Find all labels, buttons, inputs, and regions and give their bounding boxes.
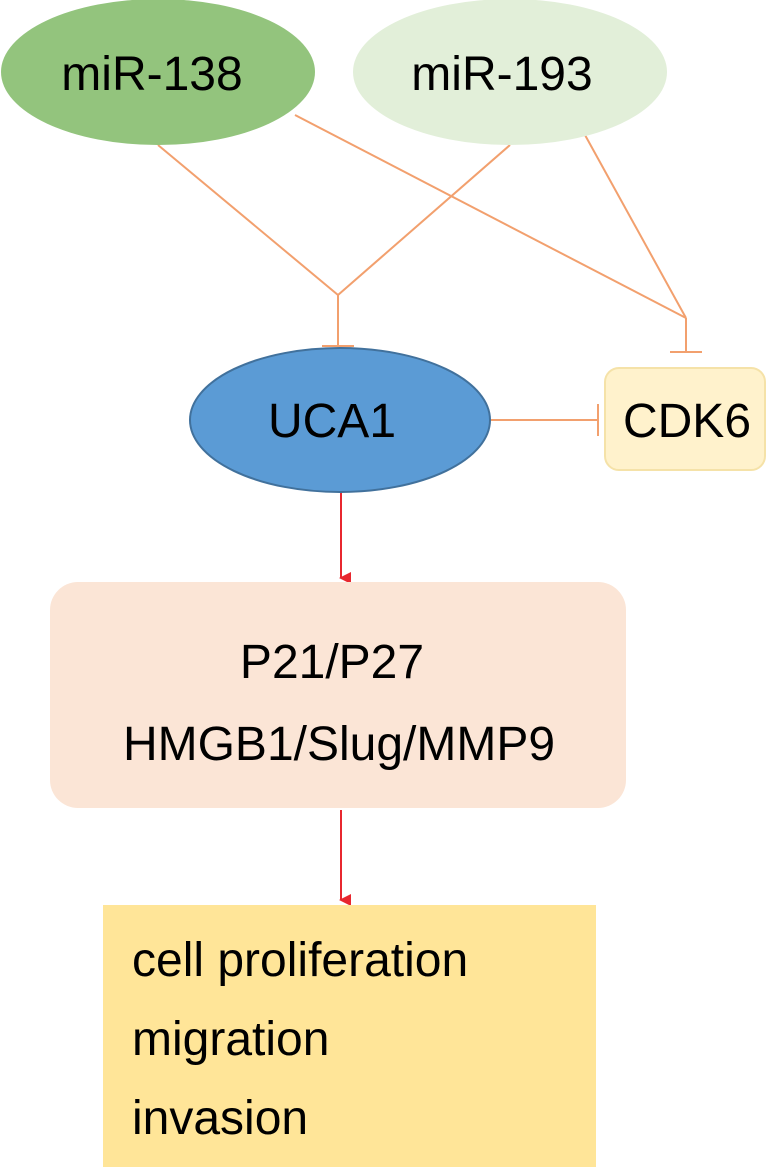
node-outcome: cell proliferation migration invasion [103, 905, 596, 1167]
inhibition-edges [157, 114, 702, 436]
label-mir138: miR-138 [61, 48, 242, 101]
label-cdk6: CDK6 [623, 395, 751, 448]
node-mir138: miR-138 [1, 0, 315, 145]
edge-mir193-to-uca1 [337, 144, 511, 296]
node-mir193: miR-193 [353, 0, 667, 145]
node-targets: P21/P27 HMGB1/Slug/MMP9 [50, 582, 626, 808]
edge-mir138-to-cdk6 [294, 114, 687, 319]
label-mir193: miR-193 [411, 48, 592, 101]
edge-mir138-to-uca1 [157, 144, 339, 296]
node-uca1: UCA1 [189, 347, 491, 493]
label-uca1: UCA1 [268, 395, 396, 448]
node-cdk6: CDK6 [604, 367, 766, 471]
label-targets-line-1: P21/P27 [240, 636, 424, 689]
label-targets-line-2: HMGB1/Slug/MMP9 [123, 718, 555, 771]
label-outcome-line-2: migration [132, 1013, 329, 1066]
label-outcome-line-3: invasion [132, 1092, 308, 1145]
edge-mir193-to-cdk6 [584, 134, 687, 319]
label-outcome-line-1: cell proliferation [132, 934, 468, 987]
